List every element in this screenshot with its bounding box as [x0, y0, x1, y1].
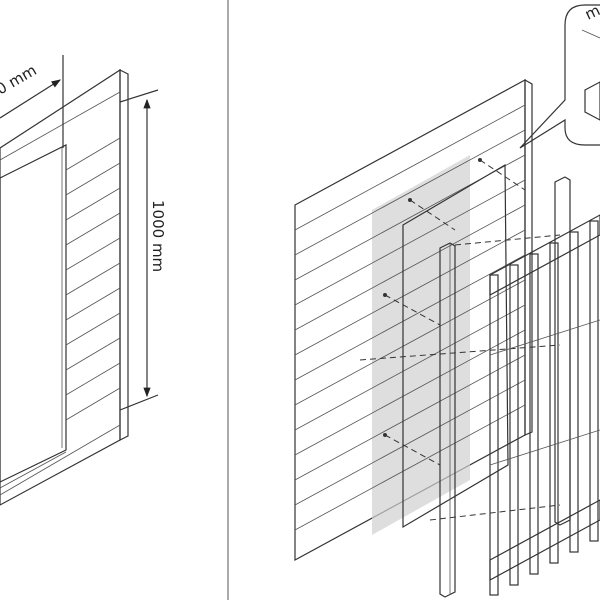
height-dimension-label: 1000 mm	[149, 200, 167, 272]
siding-lines	[0, 91, 121, 496]
screw-guides	[359, 158, 561, 521]
siding-lines	[294, 104, 526, 531]
callout-label: m	[582, 1, 600, 23]
post-left	[439, 242, 456, 598]
post-right	[554, 176, 571, 526]
detail-callout: m	[519, 1, 600, 149]
height-dimension: 1000 mm	[119, 89, 167, 411]
wall-panel-exploded	[294, 78, 533, 562]
width-dimension-label: 0 mm	[0, 61, 40, 98]
door-opening	[402, 163, 509, 529]
width-dimension: 0 mm	[0, 55, 64, 148]
wall-panel-with-opening	[0, 68, 129, 506]
fence-grid	[489, 214, 600, 596]
